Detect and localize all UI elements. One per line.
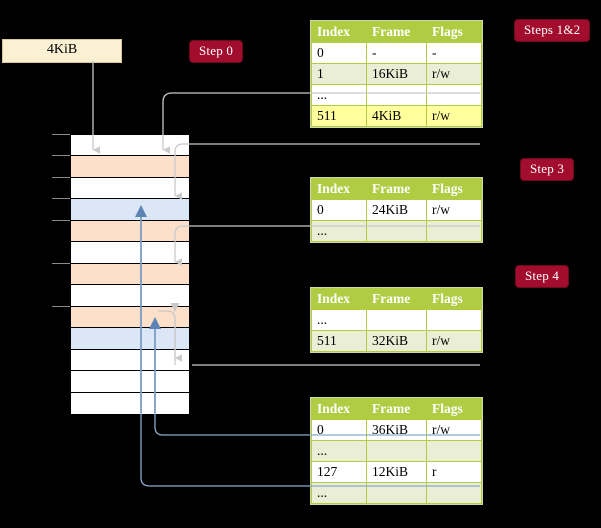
column-header-flags: Flags	[426, 178, 482, 200]
column-header-frame: Frame	[366, 288, 427, 310]
cell-frame: 32KiB	[366, 330, 427, 352]
cell-flags: r	[426, 461, 482, 483]
table-row: ...	[311, 220, 482, 242]
table-row: ...	[311, 84, 482, 106]
cell-frame: 12KiB	[366, 461, 427, 483]
memory-frame-row	[71, 328, 189, 350]
cell-index: 511	[311, 330, 367, 352]
badge-step-3: Step 3	[521, 159, 574, 180]
cell-flags: r/w	[426, 105, 482, 127]
memory-frame-row	[71, 220, 189, 243]
column-header-flags: Flags	[426, 398, 482, 420]
column-header-index: Index	[311, 288, 367, 310]
cell-index: ...	[311, 309, 367, 331]
memory-frame-row	[71, 177, 189, 200]
cell-flags	[426, 220, 482, 242]
memory-frame-row	[71, 371, 189, 393]
cell-index: 1	[311, 63, 367, 85]
cell-index: 0	[311, 42, 367, 64]
cell-frame	[366, 482, 427, 504]
memory-frame-row	[71, 285, 189, 307]
column-header-frame: Frame	[366, 398, 427, 420]
cell-flags: r/w	[426, 199, 482, 221]
cell-flags	[426, 309, 482, 331]
memory-frame-row	[71, 349, 189, 372]
cell-flags: r/w	[426, 330, 482, 352]
cell-flags	[426, 482, 482, 504]
memory-tick-mark	[52, 262, 70, 264]
column-header-index: Index	[311, 398, 367, 420]
memory-frame-row	[71, 156, 189, 178]
cell-frame	[366, 220, 427, 242]
cell-frame: 4KiB	[366, 105, 427, 127]
memory-tick-mark	[52, 305, 70, 307]
memory-tick-mark	[52, 134, 70, 135]
badge-step-0: Step 0	[190, 41, 243, 62]
cell-frame	[366, 309, 427, 331]
table-row: ...	[311, 482, 482, 504]
column-header-flags: Flags	[426, 288, 482, 310]
source-page-box: 4KiB	[2, 39, 122, 63]
cell-index: ...	[311, 220, 367, 242]
cell-flags	[426, 84, 482, 106]
column-header-index: Index	[311, 178, 367, 200]
cell-flags	[426, 440, 482, 462]
memory-frame-row	[71, 135, 189, 157]
column-header-flags: Flags	[426, 21, 482, 43]
memory-frame-row	[71, 263, 189, 286]
cell-frame	[366, 440, 427, 462]
cell-index: ...	[311, 482, 367, 504]
badge-steps-1-2: Steps 1&2	[515, 20, 590, 41]
column-header-frame: Frame	[366, 178, 427, 200]
column-header-frame: Frame	[366, 21, 427, 43]
cell-flags: r/w	[426, 419, 482, 441]
cell-index: 0	[311, 199, 367, 221]
memory-frame-row	[71, 199, 189, 221]
cell-index: 0	[311, 419, 367, 441]
physical-memory-column	[70, 134, 190, 414]
cell-frame: 36KiB	[366, 419, 427, 441]
memory-tick-mark	[52, 219, 70, 221]
table-row: ...	[311, 309, 482, 331]
cell-flags: -	[426, 42, 482, 64]
memory-tick-mark	[52, 155, 70, 157]
cell-index: ...	[311, 440, 367, 462]
cell-flags: r/w	[426, 63, 482, 85]
cell-index: 511	[311, 105, 367, 127]
memory-tick-mark	[52, 176, 70, 178]
badge-step-4: Step 4	[516, 266, 569, 287]
cell-frame	[366, 84, 427, 106]
table-row: ...	[311, 440, 482, 462]
memory-frame-row	[71, 306, 189, 329]
cell-frame: -	[366, 42, 427, 64]
memory-frame-row	[71, 242, 189, 264]
cell-index: 127	[311, 461, 367, 483]
memory-tick-mark	[52, 198, 70, 200]
table-row: 0--	[311, 42, 482, 64]
cell-frame: 24KiB	[366, 199, 427, 221]
memory-frame-row	[71, 392, 189, 414]
column-header-index: Index	[311, 21, 367, 43]
cell-index: ...	[311, 84, 367, 106]
cell-frame: 16KiB	[366, 63, 427, 85]
